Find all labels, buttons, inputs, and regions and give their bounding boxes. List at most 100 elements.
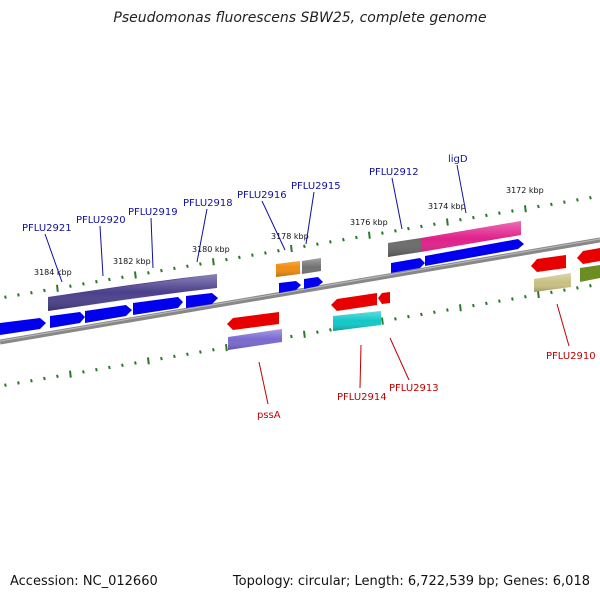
- ruler-minor-tick: [4, 383, 7, 387]
- gene-arrow[interactable]: [425, 239, 524, 266]
- ruler-minor-tick: [485, 301, 488, 306]
- ruler-label-3178: 3178 kbp: [271, 232, 309, 241]
- ruler-minor-tick: [186, 264, 189, 268]
- gene-arrow[interactable]: [279, 281, 301, 293]
- ruler-minor-tick: [316, 330, 319, 334]
- ruler-label-3180: 3180 kbp: [192, 245, 230, 254]
- ruler-minor-tick: [134, 361, 137, 365]
- ruler-minor-tick: [498, 211, 501, 215]
- ruler-minor-tick: [277, 248, 280, 253]
- ruler-minor-tick: [394, 229, 397, 233]
- gene-label-pflu2921[interactable]: PFLU2921: [22, 223, 72, 234]
- feature-cog-partial[interactable]: [580, 265, 600, 282]
- ruler-forward: [4, 195, 592, 299]
- ruler-major-tick: [459, 304, 462, 312]
- ruler-label-3176: 3176 kbp: [350, 218, 388, 227]
- ruler-minor-tick: [433, 310, 436, 314]
- ruler-minor-tick: [82, 370, 85, 374]
- ruler-minor-tick: [17, 293, 20, 297]
- ruler-minor-tick: [407, 226, 410, 231]
- ruler-label-3182: 3182 kbp: [113, 257, 151, 266]
- gene-label-ligd[interactable]: ligD: [448, 154, 468, 165]
- gene-arrow[interactable]: [85, 305, 132, 323]
- ruler-major-tick: [446, 218, 449, 226]
- gene-arrow[interactable]: [0, 318, 46, 335]
- genome-backbone: [0, 237, 600, 345]
- ruler-major-tick: [537, 290, 540, 299]
- ruler-major-tick: [381, 317, 384, 325]
- ruler-minor-tick: [342, 237, 345, 242]
- gene-arrow[interactable]: [304, 277, 323, 289]
- ruler-minor-tick: [407, 314, 410, 319]
- ruler-minor-tick: [589, 283, 592, 288]
- gene-arrow-pflu2913[interactable]: [378, 292, 390, 304]
- ruler-label-3184: 3184 kbp: [34, 268, 72, 277]
- ruler-minor-tick: [160, 268, 163, 273]
- ruler-minor-tick: [95, 279, 98, 284]
- ruler-minor-tick: [212, 348, 215, 352]
- ruler-minor-tick: [290, 334, 293, 339]
- ruler-major-tick: [303, 330, 306, 338]
- ruler-minor-tick: [56, 374, 59, 379]
- ruler-minor-tick: [199, 350, 202, 354]
- ruler-minor-tick: [199, 262, 202, 266]
- ruler-minor-tick: [238, 255, 241, 260]
- forward-leaders: [44, 164, 467, 283]
- map-title: Pseudomonas fluorescens SBW25, complete …: [113, 10, 487, 26]
- topology-text: Topology: circular; Length: 6,722,539 bp…: [232, 574, 590, 589]
- gene-arrow-pflu2914[interactable]: [331, 293, 377, 311]
- ruler-label-3172: 3172 kbp: [506, 186, 544, 195]
- ruler-minor-tick: [355, 235, 358, 240]
- gene-label-pflu2920[interactable]: PFLU2920: [76, 215, 126, 226]
- ruler-minor-tick: [4, 295, 7, 299]
- gene-label-pflu2910[interactable]: PFLU2910: [546, 351, 596, 362]
- gene-arrow[interactable]: [133, 297, 183, 315]
- gene-label-pflu2912[interactable]: PFLU2912: [369, 167, 419, 178]
- ruler-minor-tick: [147, 271, 150, 275]
- gene-label-pflu2916[interactable]: PFLU2916: [237, 190, 287, 201]
- gene-arrow[interactable]: [577, 248, 600, 264]
- ruler-minor-tick: [264, 251, 267, 255]
- ruler-major-tick: [212, 258, 215, 266]
- gene-label-pflu2914[interactable]: PFLU2914: [337, 392, 387, 403]
- ruler-minor-tick: [550, 202, 553, 207]
- ruler-label-3174: 3174 kbp: [428, 202, 466, 211]
- gene-label-pflu2918[interactable]: PFLU2918: [183, 198, 233, 209]
- feature-row-reverse-genes: [227, 248, 600, 350]
- gene-arrow-pssa[interactable]: [227, 312, 279, 330]
- ruler-minor-tick: [472, 303, 475, 308]
- ruler-minor-tick: [394, 317, 397, 321]
- gene-arrow[interactable]: [391, 258, 425, 273]
- ruler-minor-tick: [121, 363, 124, 368]
- ruler-minor-tick: [186, 352, 189, 356]
- ruler-minor-tick: [30, 378, 33, 383]
- gene-label-pflu2915[interactable]: PFLU2915: [291, 181, 341, 192]
- ruler-minor-tick: [563, 288, 566, 292]
- feature-row-forward-genes: [0, 239, 524, 335]
- ruler-major-tick: [147, 357, 150, 365]
- gene-arrow[interactable]: [50, 312, 85, 328]
- ruler-major-tick: [69, 370, 72, 378]
- ruler-minor-tick: [446, 308, 449, 312]
- ruler-minor-tick: [576, 198, 579, 202]
- ruler-minor-tick: [316, 242, 319, 246]
- ruler-minor-tick: [69, 284, 72, 288]
- ruler-minor-tick: [95, 367, 98, 372]
- ruler-minor-tick: [537, 204, 540, 209]
- gene-arrow[interactable]: [186, 293, 218, 308]
- ruler-minor-tick: [43, 288, 46, 293]
- gene-label-pflu2919[interactable]: PFLU2919: [128, 207, 178, 218]
- ruler-minor-tick: [82, 282, 85, 286]
- ruler-minor-tick: [511, 209, 514, 213]
- ruler-minor-tick: [329, 240, 332, 244]
- ruler-minor-tick: [30, 290, 33, 295]
- ruler-minor-tick: [550, 290, 553, 295]
- ruler-minor-tick: [511, 297, 514, 301]
- ruler-minor-tick: [589, 195, 592, 200]
- gene-label-pflu2913[interactable]: PFLU2913: [389, 383, 439, 394]
- ruler-minor-tick: [433, 222, 436, 226]
- ruler-minor-tick: [225, 257, 228, 262]
- gene-label-pssa[interactable]: pssA: [257, 410, 281, 421]
- gene-arrow[interactable]: [531, 255, 566, 272]
- ruler-minor-tick: [108, 277, 111, 282]
